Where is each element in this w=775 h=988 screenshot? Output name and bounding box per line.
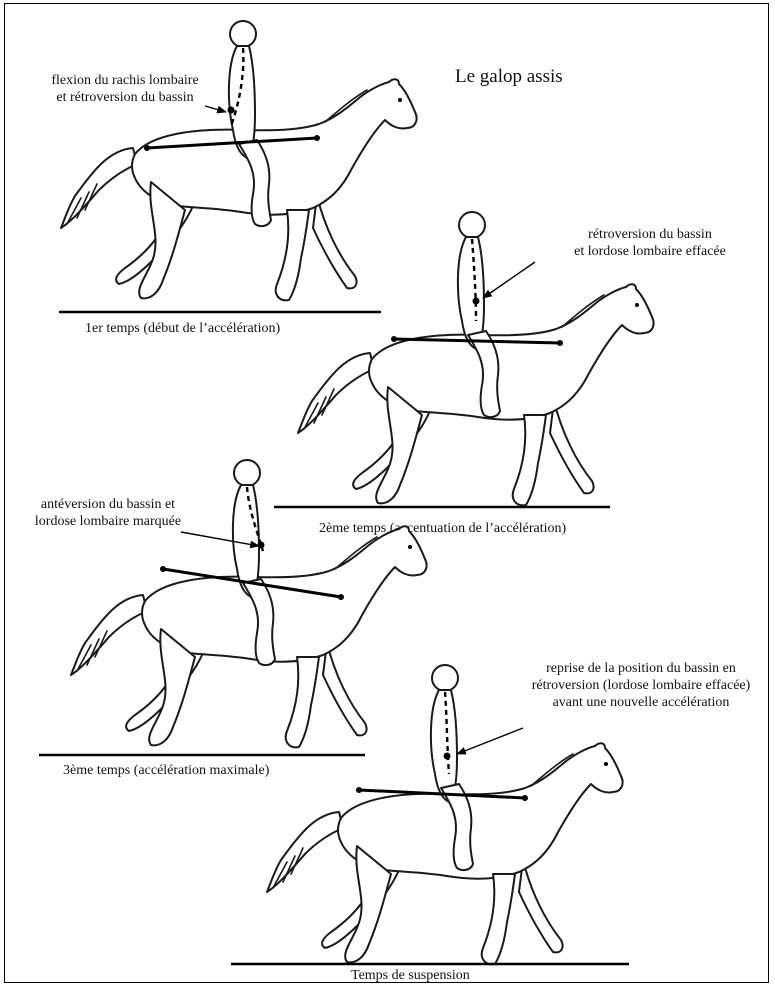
- phase-4-caption: Temps de suspension: [351, 967, 470, 984]
- phase-4-arrow: [5, 4, 770, 984]
- figure-frame: Le galop assis flexion du rachis lombair…: [4, 3, 769, 983]
